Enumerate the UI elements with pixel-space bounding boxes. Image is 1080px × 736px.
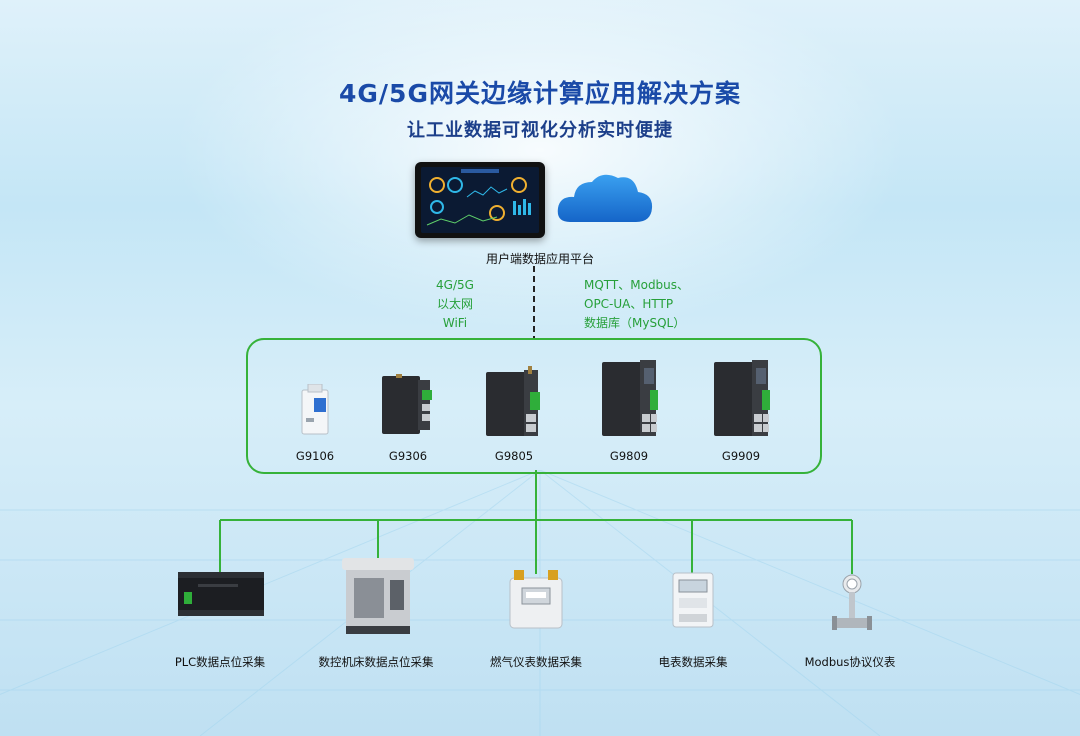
gateway-label: G9106: [295, 449, 335, 463]
gateway-label: G9809: [609, 449, 649, 463]
dashboard-tablet-image: [415, 162, 545, 238]
gateway-g9909-image: [714, 360, 770, 436]
protocol-list: MQTT、Modbus、 OPC-UA、HTTP 数据库（MySQL）: [584, 276, 724, 333]
device-label: Modbus协议仪表: [804, 655, 896, 669]
gateway-label: G9306: [388, 449, 428, 463]
device-label: 数控机床数据点位采集: [318, 655, 434, 669]
connectivity-item: 4G/5G: [436, 278, 474, 292]
gateway-g9106-image: [301, 384, 329, 435]
protocol-item: OPC-UA、HTTP: [584, 297, 674, 311]
gateway-g9805-image: [486, 366, 540, 436]
connectivity-item: WiFi: [442, 316, 468, 330]
device-label: 电表数据采集: [658, 655, 728, 669]
plc-device-image: [178, 572, 264, 616]
gateway-group-box: [246, 338, 822, 474]
electric-meter-image: [672, 572, 714, 628]
page-subtitle: 让工业数据可视化分析实时便捷: [407, 120, 673, 141]
flow-meter-image: [832, 574, 872, 630]
gateway-g9306-image: [382, 374, 432, 434]
protocol-item: 数据库（MySQL）: [584, 316, 686, 330]
device-label: 燃气仪表数据采集: [490, 655, 582, 669]
connectivity-item: 以太网: [436, 297, 473, 311]
connectivity-list: 4G/5G 以太网 WiFi: [400, 276, 510, 333]
protocol-item: MQTT、Modbus、: [584, 278, 690, 292]
gateway-label: G9805: [494, 449, 534, 463]
device-label: PLC数据点位采集: [174, 655, 266, 669]
cloud-icon: [557, 174, 653, 222]
cnc-machine-image: [342, 558, 414, 634]
gateway-label: G9909: [721, 449, 761, 463]
platform-label: 用户端数据应用平台: [485, 252, 594, 266]
page-title: 4G/5G网关边缘计算应用解决方案: [339, 79, 741, 108]
gateway-g9809-image: [602, 360, 658, 436]
gas-meter-image: [509, 570, 563, 629]
